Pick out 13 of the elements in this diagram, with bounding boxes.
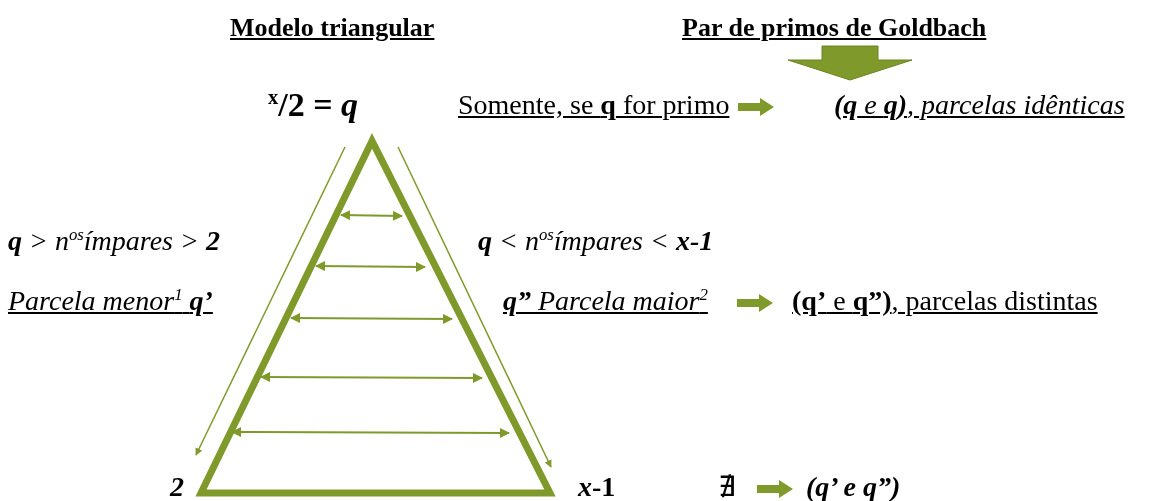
- text-label: x-1: [578, 472, 616, 501]
- heading: Modelo triangular: [230, 14, 435, 43]
- text-label: (q’ e q”), parcelas distintas: [792, 286, 1098, 317]
- text-label: q > n$^{os}$ímpares > 2: [8, 226, 220, 258]
- text-label: q” Parcela maior$^{2}$: [503, 286, 708, 318]
- text-label: Parcela menor$^{1}$ q’: [8, 286, 213, 318]
- text-label: q < n$^{os}$ímpares < x-1: [478, 226, 714, 258]
- heading: Par de primos de Goldbach: [682, 14, 987, 43]
- text-label: 2: [170, 472, 184, 501]
- text-label: ∄: [718, 472, 736, 501]
- text-label: (q e q), parcelas idênticas: [834, 90, 1125, 121]
- text-label: Somente, se q for primo: [458, 90, 730, 121]
- text-label: $^{x}$/2 = q: [268, 86, 359, 124]
